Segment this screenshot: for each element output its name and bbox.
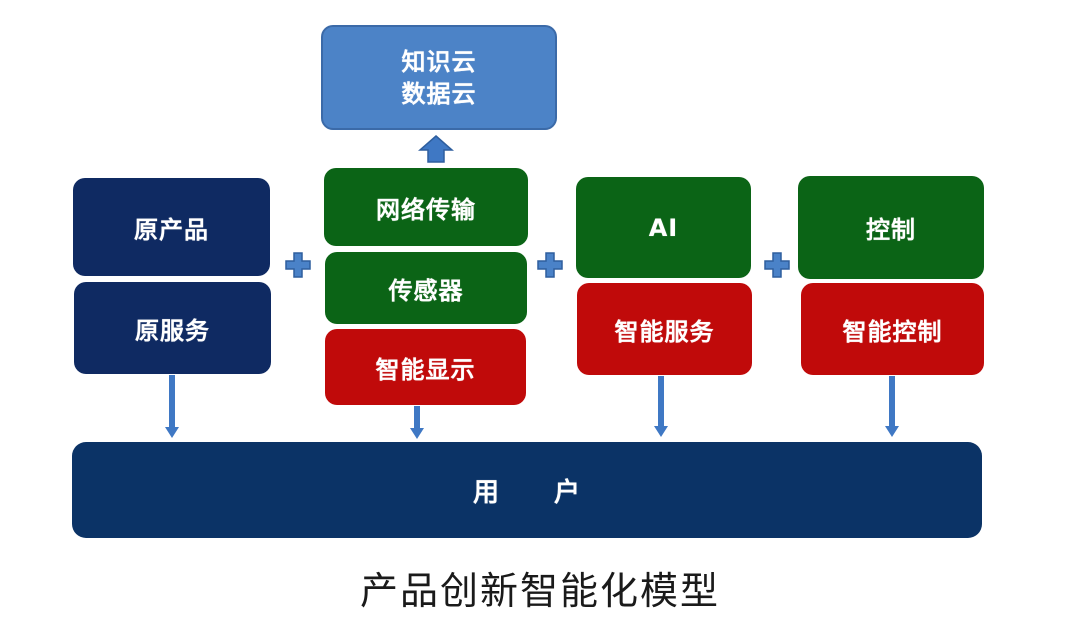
plus-icon	[764, 252, 790, 278]
arrow-down-icon	[654, 376, 668, 437]
control-box: 控制	[798, 176, 984, 279]
arrow-down-icon	[885, 376, 899, 437]
smart-service-label: 智能服务	[614, 317, 715, 346]
smart-display-label: 智能显示	[375, 355, 476, 384]
original-service-box: 原服务	[74, 282, 271, 374]
original-product-label: 原产品	[134, 215, 209, 244]
control-label: 控制	[866, 216, 916, 244]
arrow-down-icon	[165, 375, 179, 438]
sensor-box: 传感器	[325, 252, 527, 324]
plus-icon	[537, 252, 563, 278]
smart-service-box: 智能服务	[577, 283, 752, 375]
smart-control-box: 智能控制	[801, 283, 984, 375]
cloud-label-data: 数据云	[401, 79, 477, 108]
original-product-box: 原产品	[73, 178, 270, 276]
smart-control-label: 智能控制	[842, 317, 943, 346]
network-transmission-box: 网络传输	[324, 168, 528, 246]
ai-label: AI	[648, 213, 679, 242]
cloud-box: 知识云 数据云	[321, 25, 557, 130]
arrow-down-icon	[410, 406, 424, 439]
ai-box: AI	[576, 177, 751, 278]
arrow-up-icon	[418, 135, 454, 163]
plus-icon	[285, 252, 311, 278]
cloud-label-knowledge: 知识云	[401, 47, 477, 76]
user-bar: 用 户	[72, 442, 982, 538]
user-label: 用 户	[472, 477, 581, 508]
diagram-title: 产品创新智能化模型	[359, 569, 720, 613]
smart-display-box: 智能显示	[325, 329, 526, 405]
sensor-label: 传感器	[388, 276, 464, 305]
original-service-label: 原服务	[135, 316, 210, 345]
network-transmission-label: 网络传输	[376, 195, 476, 224]
